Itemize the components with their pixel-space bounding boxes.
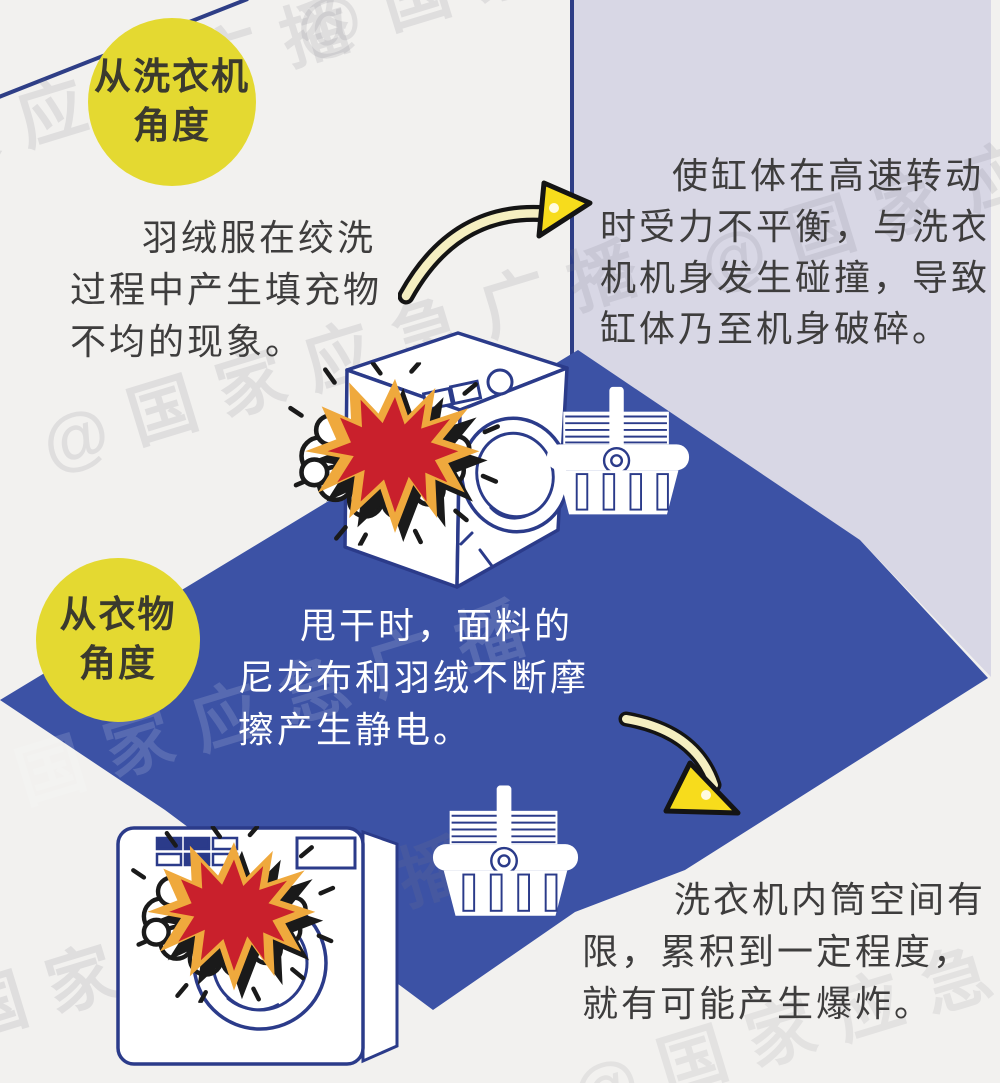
text-line: 洗衣机内筒空间有 [674,879,987,920]
text-machine-cause: 羽绒服在绞洗 过程中产生填充物 不均的现象。 [70,212,410,368]
badge-machine-angle: 从洗衣机 角度 [88,18,256,186]
badge-line: 角度 [79,643,157,684]
text-clothes-cause: 甩干时，面料的 尼龙布和羽绒不断摩 擦产生静电。 [238,600,630,756]
text-line: 不均的现象。 [70,321,305,362]
text-line: 尼龙布和羽绒不断摩 [238,657,590,698]
text-line: 甩干时，面料的 [300,605,574,646]
explosion-burst [285,362,505,546]
arrow-down-right-icon [618,711,741,816]
text-machine-effect: 使缸体在高速转动 时受力不平衡，与洗衣 机机身发生碰撞，导致 缸体乃至机身破碎。 [600,150,1000,354]
text-line: 羽绒服在绞洗 [142,217,377,258]
badge-line: 角度 [133,105,211,146]
wall-edge-line [570,0,574,356]
text-line: 就有可能产生爆炸。 [582,983,934,1024]
text-line: 时受力不平衡，与洗衣 [600,206,991,247]
badge-clothes-angle: 从衣物 角度 [36,558,200,722]
badge-line: 从洗衣机 [94,56,250,98]
text-clothes-effect: 洗衣机内筒空间有 限，累积到一定程度， 就有可能产生爆炸。 [582,874,994,1030]
text-line: 使缸体在高速转动 [672,155,985,196]
arrow-up-right-icon [398,180,593,305]
text-line: 过程中产生填充物 [70,269,383,310]
text-line: 限，累积到一定程度， [582,931,973,972]
text-line: 机机身发生碰撞，导致 [600,257,991,298]
laundry-basket [432,785,579,919]
badge-line: 从衣物 [59,594,177,636]
text-line: 擦产生静电。 [238,709,473,750]
text-line: 缸体乃至机身破碎。 [600,308,952,349]
laundry-basket [546,386,690,518]
explosion-burst [128,826,340,1003]
